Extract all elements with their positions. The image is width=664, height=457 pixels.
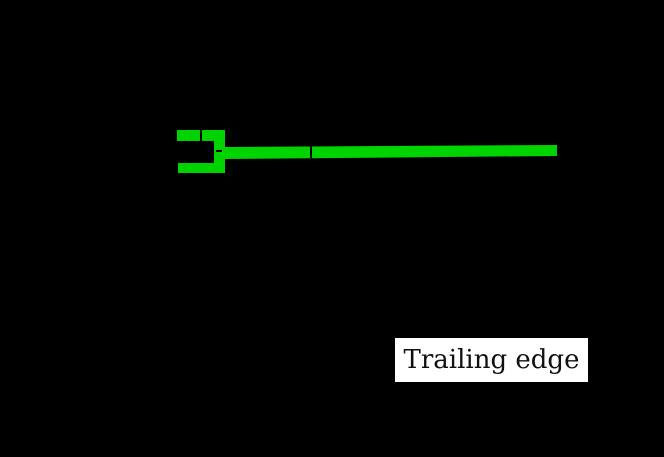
- bottom-bar: [178, 163, 225, 173]
- trailing-edge-label: Trailing edge: [395, 338, 588, 382]
- horizontal-arm: [225, 145, 557, 159]
